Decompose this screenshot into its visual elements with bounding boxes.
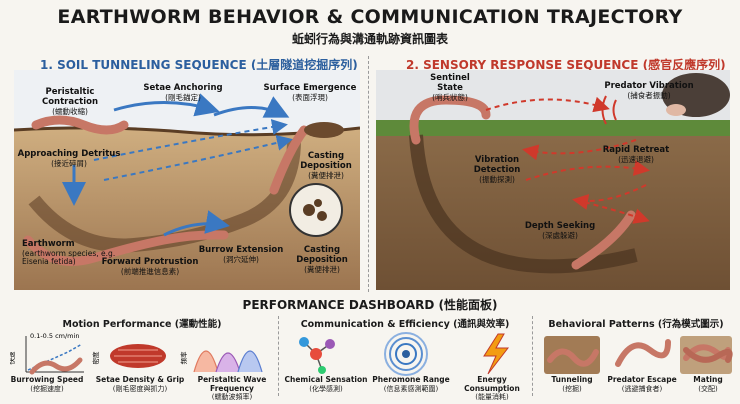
- energy-bolt-icon: [483, 333, 510, 375]
- wave-peak-1: [193, 350, 219, 373]
- arrow-retreat-2: [572, 184, 647, 210]
- label-approaching: Approaching Detritus(接近碎屑): [17, 149, 121, 168]
- mating-label: Mating(交配): [693, 375, 723, 393]
- arrow-predator: [485, 96, 610, 113]
- motion-graphics: 快速 0.1-0.5 cm/min 密度 頻率: [10, 332, 263, 375]
- speed-worm: [29, 357, 83, 375]
- label-depth: Depth Seeking(深處躲避): [524, 221, 596, 240]
- sensory-illustration: [376, 70, 730, 290]
- label-casting-1: Casting Deposition(糞便排泄): [300, 151, 352, 180]
- muscle-fibers: [114, 349, 162, 363]
- escape-icon: [615, 339, 671, 367]
- label-surface: Surface Emergence(表面浮現): [263, 83, 357, 102]
- worm-depth: [571, 210, 636, 270]
- burrowing-speed-label: Burrowing Speed(挖掘速度): [10, 375, 84, 393]
- arrow-emergence: [213, 96, 290, 118]
- arrow-depth: [575, 199, 650, 224]
- label-predator: Predator Vibration(捕食者振動): [604, 81, 694, 100]
- mole-claw: [666, 104, 686, 116]
- arrow-dashed: [93, 119, 288, 161]
- predator-escape-label: Predator Escape(逃避捕食者): [607, 375, 677, 393]
- frequency-axis-label: 頻率: [179, 351, 188, 365]
- speed-axis-label: 快速: [10, 351, 16, 365]
- molecule-icon: [299, 337, 335, 374]
- section1-heading: 1. SOIL TUNNELING SEQUENCE (土層隧道挖掘序列): [40, 58, 358, 72]
- worm-surface: [31, 115, 129, 135]
- mating-box: [680, 336, 732, 374]
- arrow-anchoring: [113, 93, 220, 117]
- label-retreat: Rapid Retreat(迅速退避): [602, 145, 670, 164]
- tunneling-illustration: [14, 70, 360, 290]
- peristaltic-frequency-label: Peristaltic Wave Frequency(蠕動波頻率): [197, 375, 267, 402]
- label-peristaltic: Peristaltic Contraction(蠕動收縮): [41, 87, 99, 116]
- mating-worm-2: [683, 347, 733, 363]
- pheromone-range-label: Pheromone Range(信息素感測範圍): [372, 375, 450, 393]
- label-vibration: Vibration Detection(振動探測): [473, 155, 521, 184]
- wave-peak-2: [215, 352, 241, 373]
- pheromone-range-icon: [384, 332, 428, 376]
- casting-pellet: [303, 204, 315, 216]
- casting-pellet: [314, 199, 322, 207]
- casting-pellet: [317, 211, 327, 221]
- section-divider: [368, 56, 369, 292]
- patterns-title: Behavioral Patterns (行為模式圖示): [548, 319, 724, 330]
- comm-graphics: [299, 332, 510, 376]
- worm-sentinel: [409, 95, 491, 145]
- comm-title: Communication & Efficiency (通訊與效率): [300, 319, 510, 330]
- tunneling-icon: [547, 348, 599, 367]
- label-setae: Setae Anchoring(剛毛錨定): [143, 83, 223, 102]
- patterns-graphics: [544, 336, 733, 374]
- worm-emerging: [269, 125, 309, 195]
- speed-range-label: 0.1-0.5 cm/min: [30, 332, 79, 340]
- chemical-sensation-label: Chemical Sensation(化學感測): [284, 375, 368, 393]
- label-casting-2: Casting Deposition(糞便排泄): [296, 245, 348, 274]
- arrow-retreat: [525, 160, 650, 181]
- setae-density-label: Setae Density & Grip(剛毛密度與抓力): [95, 375, 185, 393]
- worm-deep: [23, 230, 229, 266]
- label-burrow: Burrow Extension(洞穴延伸): [198, 245, 284, 264]
- grass-layer: [376, 120, 730, 138]
- arrow-forward: [163, 210, 230, 237]
- page-title: EARTHWORM BEHAVIOR & COMMUNICATION TRAJE…: [57, 6, 683, 28]
- label-forward: Forward Protrustion(前端推進信息素): [101, 257, 199, 276]
- density-axis-label: 密度: [91, 351, 100, 365]
- vibration-wave: [612, 99, 617, 121]
- label-earthworm: Earthworm(earthworm species, e.g. Eiseni…: [22, 239, 116, 267]
- page-subtitle: 蚯蚓行為與溝通軌跡資訊圖表: [291, 32, 448, 46]
- motion-title: Motion Performance (運動性能): [62, 319, 222, 330]
- arrow-vibration: [522, 139, 637, 161]
- dashboard-divider: [532, 316, 533, 396]
- label-sentinel: Sentinel State(哨兵狀態): [430, 73, 470, 102]
- section2-heading: 2. SENSORY RESPONSE SEQUENCE (感官反應序列): [406, 58, 726, 72]
- casting-mound: [304, 122, 344, 138]
- casting-magnifier: [289, 183, 343, 237]
- dashboard-divider: [278, 316, 279, 396]
- dashboard-title: PERFORMANCE DASHBOARD (性能面板): [242, 298, 498, 312]
- energy-consumption-label: Energy Consumption(能量消耗): [464, 375, 520, 402]
- wave-peak-3: [237, 350, 263, 373]
- tunneling-label: Tunneling(挖掘): [551, 375, 593, 393]
